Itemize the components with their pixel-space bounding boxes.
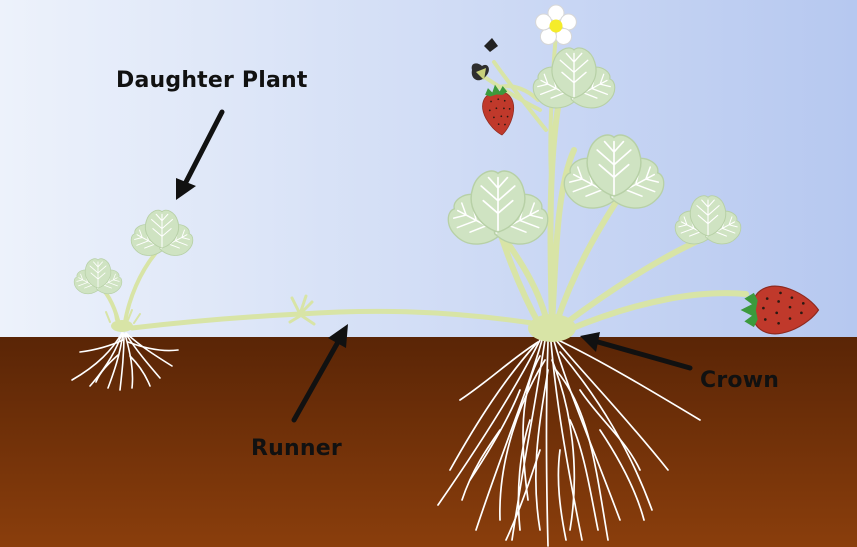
crown-label: Crown bbox=[700, 368, 780, 393]
flower-stems bbox=[484, 32, 558, 192]
crown bbox=[528, 314, 576, 342]
daughter-plant-crown bbox=[105, 307, 141, 332]
daughter-plant-label: Daughter Plant bbox=[116, 68, 308, 93]
mother-plant-roots bbox=[437, 339, 701, 547]
arrow-daughter-plant bbox=[176, 109, 225, 200]
daughter-plant-roots bbox=[71, 332, 179, 391]
strawberry-flower-icon bbox=[535, 4, 577, 45]
arrow-crown bbox=[580, 332, 693, 371]
arrow-runner bbox=[291, 324, 348, 423]
runner-node bbox=[288, 294, 316, 326]
flower-bud-icon bbox=[471, 38, 498, 81]
runner-label: Runner bbox=[251, 436, 342, 461]
runner-stem bbox=[129, 308, 555, 331]
sky bbox=[0, 0, 857, 337]
